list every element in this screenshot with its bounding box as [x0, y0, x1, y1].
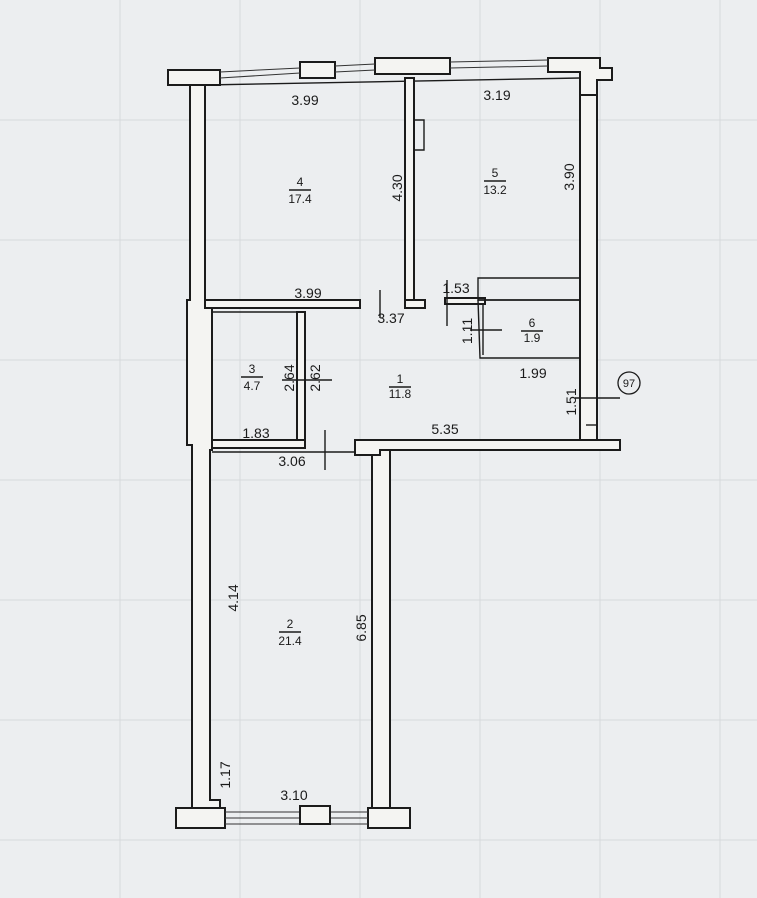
dim-right-151: 1.51	[563, 388, 579, 415]
walls	[167, 57, 621, 829]
room-1-number: 1	[397, 372, 404, 386]
dim-r3-bottom: 1.83	[242, 425, 269, 441]
room-4-area: 17.4	[288, 192, 312, 206]
dim-r5-height: 3.90	[561, 163, 577, 190]
dim-r4-top: 3.99	[291, 92, 318, 108]
dim-r2-bottom: 3.10	[280, 787, 307, 803]
room-5-number: 5	[492, 166, 499, 180]
room-6-area: 1.9	[524, 331, 541, 345]
dim-r3-h1: 2.64	[281, 364, 297, 391]
dim-door-153: 1.53	[442, 280, 469, 296]
dim-r2-left-low: 1.17	[217, 761, 233, 788]
windows	[219, 59, 549, 825]
room-labels: 4 17.4 5 13.2 6 1.9 3 4.7 1 11.8 2 21.4	[241, 166, 543, 648]
dim-r4-bottom: 3.99	[294, 285, 321, 301]
dim-r2-right: 6.85	[353, 614, 369, 641]
room-6-number: 6	[529, 316, 536, 330]
room-1-area: 11.8	[389, 387, 412, 401]
dim-r6-width: 1.99	[519, 365, 546, 381]
dim-hall-535: 5.35	[431, 421, 458, 437]
dim-r6-height: 1.11	[459, 318, 475, 344]
dim-r4-height: 4.30	[389, 174, 405, 201]
dim-r5-top: 3.19	[483, 87, 510, 103]
dimension-labels: 3.99 3.99 4.30 3.19 3.90 1.53 3.37 1.11 …	[217, 87, 579, 803]
dim-r2-left: 4.14	[225, 584, 241, 611]
room-3-number: 3	[249, 362, 256, 376]
room-2-area: 21.4	[278, 634, 302, 648]
dim-r2-top: 3.06	[278, 453, 305, 469]
room-5-area: 13.2	[483, 183, 507, 197]
room-3-area: 4.7	[244, 379, 261, 393]
marker: 97	[617, 371, 641, 395]
room-4-number: 4	[297, 175, 304, 189]
marker-number: 97	[623, 378, 635, 390]
dim-hall-337: 3.37	[377, 310, 404, 326]
room-2-number: 2	[287, 617, 294, 631]
dim-r3-h2: 2.62	[307, 364, 323, 391]
